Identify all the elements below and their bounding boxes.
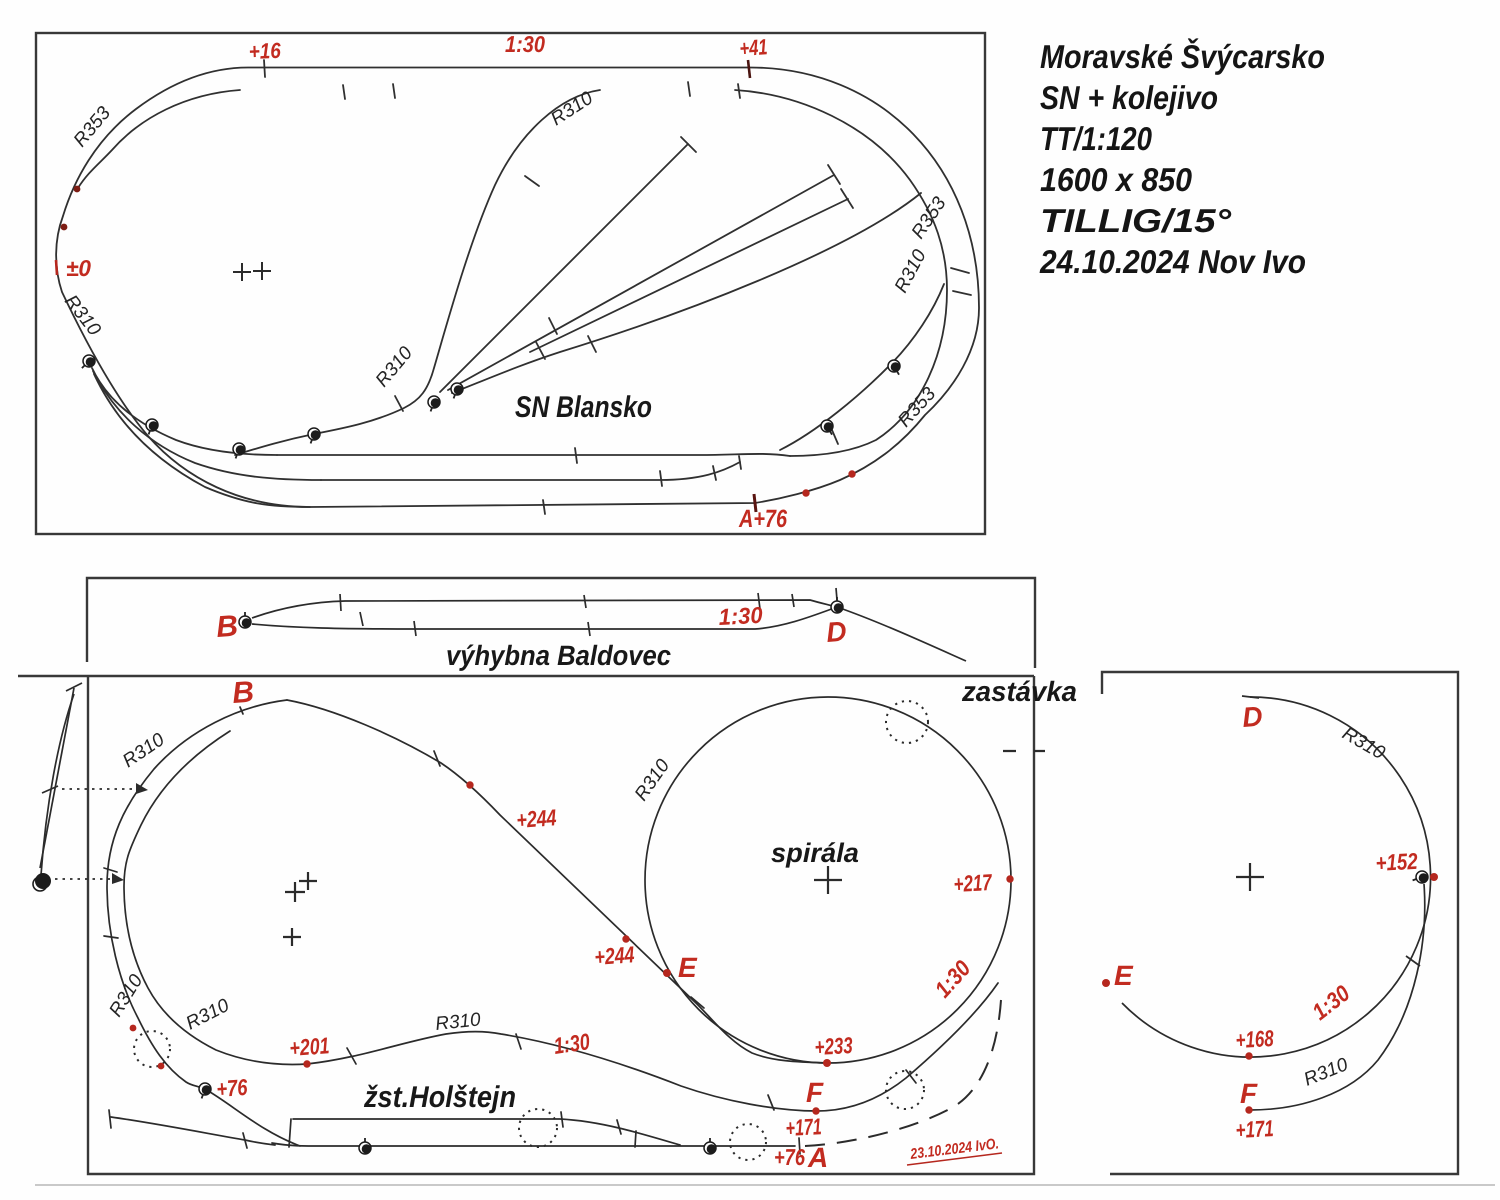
svg-text:zastávka: zastávka (961, 676, 1077, 707)
svg-text:E: E (678, 952, 698, 983)
svg-text:žst.Holštejn: žst.Holštejn (363, 1081, 516, 1114)
svg-text:+168: +168 (1235, 1025, 1274, 1053)
svg-text:+233: +233 (814, 1032, 853, 1060)
svg-text:Moravské Švýcarsko: Moravské Švýcarsko (1040, 38, 1325, 75)
svg-text:1600 x 850: 1600 x 850 (1040, 161, 1193, 198)
svg-text:+16: +16 (248, 38, 281, 64)
svg-text:+244: +244 (594, 941, 636, 970)
svg-text:+152: +152 (1375, 848, 1418, 876)
svg-text:1:30: 1:30 (718, 602, 763, 630)
svg-text:SN Blansko: SN Blansko (515, 391, 652, 424)
svg-text:+244: +244 (516, 804, 558, 833)
svg-text:D: D (825, 616, 847, 648)
svg-text:E: E (1114, 960, 1134, 991)
svg-text:D: D (1241, 701, 1263, 733)
svg-text:+171: +171 (1235, 1115, 1274, 1143)
svg-text:A+76: A+76 (738, 505, 788, 533)
svg-text:+201: +201 (289, 1032, 331, 1061)
svg-text:TT/1:120: TT/1:120 (1040, 120, 1153, 157)
svg-text:výhybna Baldovec: výhybna Baldovec (446, 640, 671, 671)
svg-text:1:30: 1:30 (505, 31, 545, 57)
svg-text:SN + kolejivo: SN + kolejivo (1040, 79, 1218, 116)
svg-text:+217: +217 (953, 869, 993, 897)
svg-text:±0: ±0 (66, 255, 91, 281)
svg-text:+171: +171 (785, 1113, 822, 1141)
svg-text:A: A (807, 1142, 828, 1173)
svg-text:TILLIG/15°: TILLIG/15° (1040, 202, 1232, 239)
svg-text:+76: +76 (216, 1074, 249, 1102)
svg-text:24.10.2024 Nov Ivo: 24.10.2024 Nov Ivo (1039, 243, 1306, 280)
svg-text:B: B (231, 676, 255, 710)
svg-text:F: F (806, 1077, 824, 1108)
svg-text:+41: +41 (739, 34, 769, 61)
svg-text:+76: +76 (774, 1144, 805, 1170)
svg-text:R310: R310 (434, 1009, 482, 1035)
svg-text:1:30: 1:30 (552, 1028, 591, 1059)
svg-text:spirála: spirála (771, 838, 859, 868)
svg-text:B: B (215, 610, 239, 644)
svg-text:F: F (1240, 1078, 1258, 1109)
